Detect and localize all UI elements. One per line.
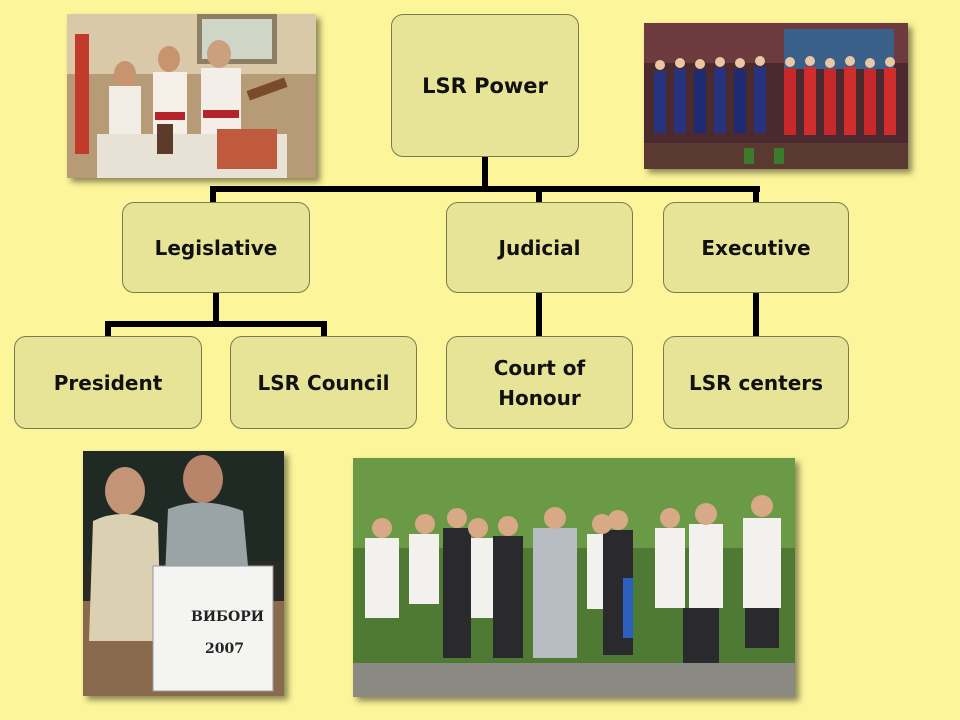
photo-students-embroidered-shirts (67, 14, 316, 178)
node-lsr-council: LSR Council (230, 336, 417, 429)
connector-legislative-down (213, 292, 219, 324)
ballot-label-1: ВИБОРИ (191, 609, 264, 625)
connector-judicial-down (536, 292, 542, 336)
connector-to-judicial (536, 186, 542, 202)
connector-to-executive (753, 186, 759, 202)
node-court-of-honour: Court of Honour (446, 336, 633, 429)
node-legislative: Legislative (122, 202, 310, 293)
connector-to-president (105, 321, 111, 336)
node-root: LSR Power (391, 14, 579, 157)
node-executive: Executive (663, 202, 849, 293)
photo-dance-performance (644, 23, 908, 169)
node-president: President (14, 336, 202, 429)
node-judicial: Judicial (446, 202, 633, 293)
connector-branches-horizontal (210, 186, 760, 192)
photo-student-group (353, 458, 795, 697)
ballot-label-2: 2007 (205, 641, 244, 657)
node-lsr-centers: LSR centers (663, 336, 849, 429)
connector-to-lsr-council (321, 321, 327, 336)
connector-to-legislative (210, 186, 216, 202)
photo-voting-ballot-box: ВИБОРИ 2007 (83, 451, 284, 696)
connector-executive-down (753, 292, 759, 336)
connector-legislative-children (105, 321, 327, 327)
connector-root-down (482, 156, 488, 190)
